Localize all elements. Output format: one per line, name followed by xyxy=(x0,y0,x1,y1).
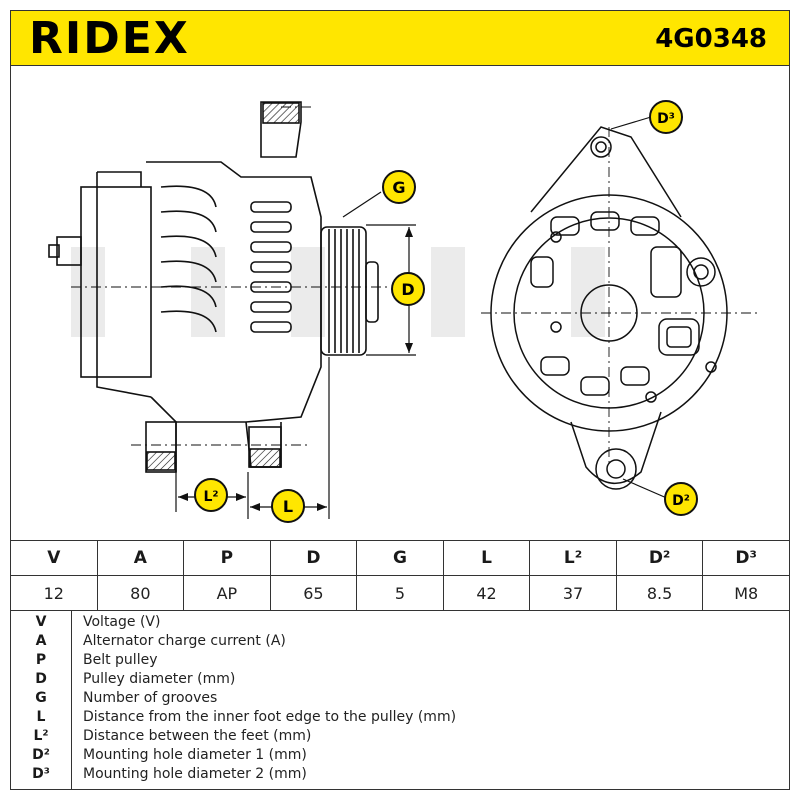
callout-d3: D³ xyxy=(649,100,683,134)
callout-d2: D² xyxy=(664,482,698,516)
legend-item: L² Distance between the feet (mm) xyxy=(11,727,311,746)
legend-item: D Pulley diameter (mm) xyxy=(11,670,235,689)
alternator-side-view xyxy=(48,101,379,473)
legend-key: G xyxy=(35,690,47,707)
legend-key: D³ xyxy=(32,766,50,783)
spec-value-cell: 5 xyxy=(356,575,444,611)
spec-header-cell: D² xyxy=(615,540,704,576)
spec-value-cell: 65 xyxy=(269,575,358,611)
callout-d: D xyxy=(391,272,425,306)
spec-value-cell: 80 xyxy=(96,575,185,611)
legend-item: D² Mounting hole diameter 1 (mm) xyxy=(11,746,307,765)
legend-desc: Distance between the feet (mm) xyxy=(83,728,312,745)
legend-desc: Belt pulley xyxy=(83,652,158,669)
legend-key: D² xyxy=(32,747,50,764)
header-bar: RIDEX 4G0348 xyxy=(10,10,790,66)
alternator-front-view xyxy=(490,126,728,490)
part-number: 4G0348 xyxy=(655,24,767,54)
callout-g: G xyxy=(382,170,416,204)
legend-desc: Number of grooves xyxy=(83,690,218,707)
spec-header-cell: G xyxy=(356,540,444,576)
spec-value-cell: 8.5 xyxy=(615,575,704,611)
technical-drawing: G D D³ D² L² L xyxy=(48,100,761,523)
legend-key: L² xyxy=(33,728,49,745)
legend-item: G Number of grooves xyxy=(11,689,217,708)
legend-key: P xyxy=(35,652,47,669)
legend-desc: Pulley diameter (mm) xyxy=(83,671,236,688)
svg-text:D²: D² xyxy=(672,493,690,509)
svg-text:L²: L² xyxy=(203,489,218,505)
legend-desc: Voltage (V) xyxy=(83,614,161,631)
brand-name: RIDEX xyxy=(29,13,190,64)
spec-value-row: 12 80 AP 65 5 42 37 8.5 M8 xyxy=(10,575,790,611)
watermark xyxy=(71,247,605,337)
legend-key: D xyxy=(35,671,47,688)
legend-item: V Voltage (V) xyxy=(11,613,161,632)
spec-table: V A P D G L L² D² D³ 12 80 AP 65 5 42 37… xyxy=(10,540,790,611)
spec-header-cell: P xyxy=(183,540,271,576)
callout-l: L xyxy=(271,489,305,523)
spec-header-row: V A P D G L L² D² D³ xyxy=(10,540,790,576)
spec-header-cell: D³ xyxy=(702,540,790,576)
spec-value-cell: 37 xyxy=(529,575,617,611)
callout-l2: L² xyxy=(194,478,228,512)
legend-key: V xyxy=(35,614,47,631)
svg-text:G: G xyxy=(392,178,405,197)
legend-desc: Mounting hole diameter 2 (mm) xyxy=(83,766,307,783)
brand-logo: RIDEX xyxy=(29,15,190,63)
svg-text:D³: D³ xyxy=(657,111,675,127)
legend-item: P Belt pulley xyxy=(11,651,158,670)
spec-header-cell: L² xyxy=(529,540,617,576)
spec-value-cell: 42 xyxy=(442,575,531,611)
spec-header-cell: D xyxy=(269,540,358,576)
legend-item: D³ Mounting hole diameter 2 (mm) xyxy=(11,765,307,784)
legend-divider xyxy=(71,610,72,789)
legend-item: L Distance from the inner foot edge to t… xyxy=(11,708,457,727)
legend: V Voltage (V) A Alternator charge curren… xyxy=(10,610,790,790)
spec-value-cell: M8 xyxy=(702,575,790,611)
legend-key: A xyxy=(35,633,47,650)
spec-header-cell: L xyxy=(442,540,531,576)
legend-desc: Alternator charge current (A) xyxy=(83,633,286,650)
spec-value-cell: AP xyxy=(183,575,271,611)
svg-text:D: D xyxy=(401,280,414,299)
legend-desc: Distance from the inner foot edge to the… xyxy=(83,709,457,726)
svg-text:L: L xyxy=(283,497,293,516)
spec-value-cell: 12 xyxy=(10,575,98,611)
legend-desc: Mounting hole diameter 1 (mm) xyxy=(83,747,307,764)
spec-header-cell: V xyxy=(10,540,98,576)
spec-header-cell: A xyxy=(96,540,185,576)
legend-item: A Alternator charge current (A) xyxy=(11,632,286,651)
legend-key: L xyxy=(36,709,46,726)
